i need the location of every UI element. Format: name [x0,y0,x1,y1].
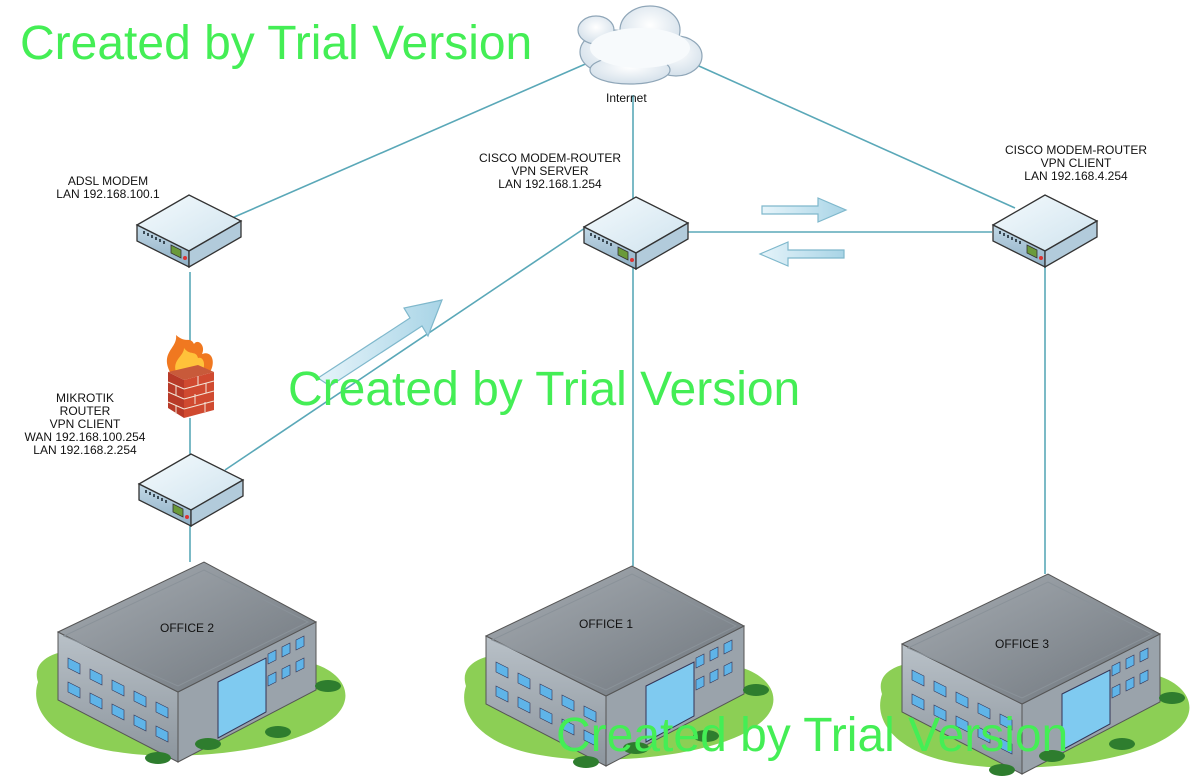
mikrotik-label-line: LAN 192.168.2.254 [33,443,137,457]
cisco-client-label-line: LAN 192.168.4.254 [1024,169,1128,183]
mikrotik-label-line: WAN 192.168.100.254 [24,430,146,444]
adsl-modem-label-line: ADSL MODEM [67,174,149,188]
watermark-text: Created by Trial Version [556,709,1069,762]
mikrotik-label-line: VPN CLIENT [49,417,121,431]
adsl-modem-icon [135,194,243,269]
mikrotik-label-line: ROUTER [59,404,111,418]
link-internet-adsl [231,61,591,219]
cisco-server-label-line: CISCO MODEM-ROUTER [479,151,621,165]
internet-cloud-fill [590,28,690,68]
watermark-text: Created by Trial Version [288,363,801,416]
watermark-text: Created by Trial Version [20,17,533,70]
office-3-label: OFFICE 3 [995,637,1050,651]
link-vpn-mikrotik-cisco-server [224,227,586,471]
arrow-left-icon [758,241,845,267]
arrow-icons [316,197,848,387]
devices-layer [135,194,1099,528]
internet-label: Internet [606,91,647,105]
mikrotik-router-icon [137,453,245,528]
cisco-server-router-icon [582,196,690,271]
cisco-client-label: CISCO MODEM-ROUTER VPN CLIENT LAN 192.16… [996,144,1156,183]
office-2-label: OFFICE 2 [160,621,215,635]
office-2-building [36,561,346,764]
cisco-server-label-line: VPN SERVER [511,164,589,178]
cisco-client-label-line: VPN CLIENT [1040,156,1112,170]
adsl-modem-label: ADSL MODEM LAN 192.168.100.1 [28,175,188,201]
adsl-modem-label-line: LAN 192.168.100.1 [56,187,160,201]
cisco-client-label-line: CISCO MODEM-ROUTER [1005,143,1147,157]
office-3-building [880,573,1190,776]
network-links [189,61,1046,574]
mikrotik-label-line: MIKROTIK [55,391,114,405]
mikrotik-label: MIKROTIK ROUTER VPN CLIENT WAN 192.168.1… [10,392,160,457]
firewall-icon [166,335,215,418]
offices-layer [36,561,1190,776]
cisco-client-router-icon [991,194,1099,269]
cisco-server-label-line: LAN 192.168.1.254 [498,177,602,191]
office-1-label: OFFICE 1 [579,617,634,631]
office-1-building [464,565,774,768]
cisco-server-label: CISCO MODEM-ROUTER VPN SERVER LAN 192.16… [470,152,630,191]
arrow-up-right-icon [316,299,443,387]
arrow-right-icon [761,197,848,223]
link-internet-cisco-client [689,61,1016,209]
